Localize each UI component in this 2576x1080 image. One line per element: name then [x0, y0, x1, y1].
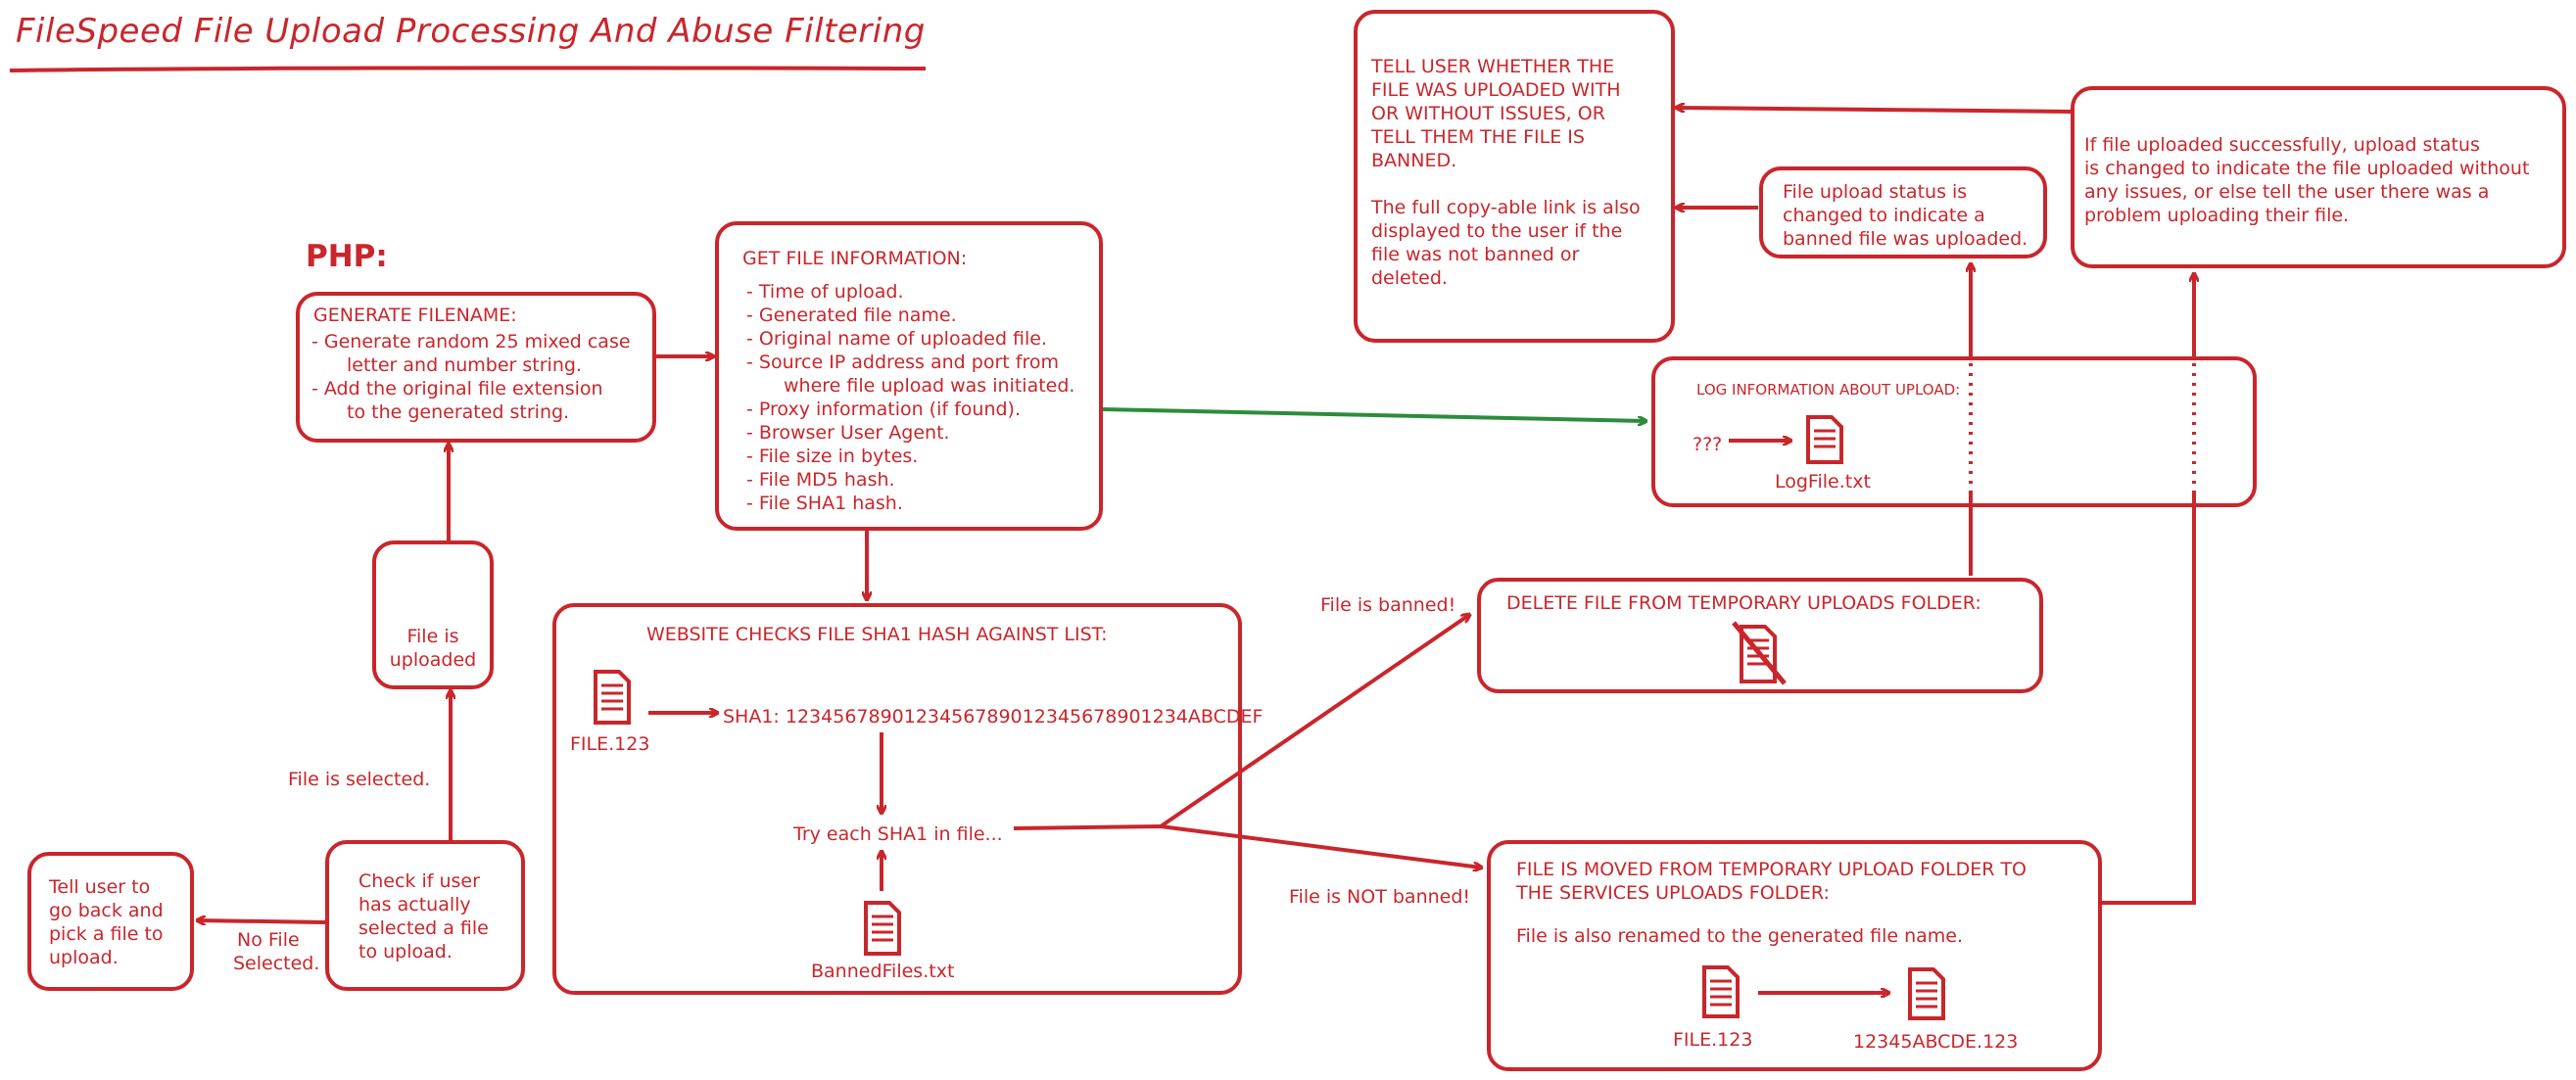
- log-info-box: LOG INFORMATION ABOUT UPLOAD: ??? LogFil…: [1651, 356, 2257, 507]
- check-user-line: to upload.: [358, 941, 453, 963]
- get-file-info-heading: GET FILE INFORMATION:: [742, 248, 968, 269]
- result-line: displayed to the user if the: [1371, 220, 1623, 242]
- status-success-line: is changed to indicate the file uploaded…: [2084, 158, 2530, 179]
- file-icon-bannedfiles: [864, 901, 901, 956]
- check-user-line: has actually: [358, 894, 471, 916]
- file-uploaded-label: File is: [406, 626, 459, 647]
- website-checks-sha1: SHA1: 1234567890123456789012345678901234…: [723, 706, 1264, 728]
- result-line: OR WITHOUT ISSUES, OR: [1371, 103, 1605, 124]
- status-banned-line: banned file was uploaded.: [1783, 228, 2028, 250]
- file-moved-from-label: FILE.123: [1673, 1029, 1753, 1051]
- result-line: TELL USER WHETHER THE: [1371, 56, 1615, 77]
- status-success-line: If file uploaded successfully, upload st…: [2084, 134, 2480, 156]
- check-user-line: Check if user: [358, 870, 480, 892]
- result-line: FILE WAS UPLOADED WITH: [1371, 79, 1621, 101]
- file-moved-to-label: 12345ABCDE.123: [1853, 1031, 2019, 1053]
- tell-user-back-line: go back and: [49, 900, 164, 921]
- connector-try-out: [1013, 824, 1162, 830]
- file-moved-heading: THE SERVICES UPLOADS FOLDER:: [1516, 882, 1830, 904]
- get-file-info-line: - Original name of uploaded file.: [746, 328, 1048, 350]
- php-label: PHP:: [306, 239, 388, 274]
- connector-moved-right: [2102, 493, 2196, 905]
- generate-filename-box: GENERATE FILENAME: - Generate random 25 …: [296, 292, 656, 443]
- get-file-info-line: where file upload was initiated.: [784, 375, 1075, 397]
- tell-user-back-line: Tell user to: [49, 876, 151, 898]
- tell-user-result-box: TELL USER WHETHER THE FILE WAS UPLOADED …: [1354, 10, 1675, 343]
- result-line: TELL THEM THE FILE IS: [1371, 126, 1585, 148]
- file-uploaded-label: uploaded: [389, 649, 477, 671]
- check-user-box: Check if user has actually selected a fi…: [325, 840, 525, 991]
- generate-filename-line: - Generate random 25 mixed case: [311, 331, 631, 352]
- tell-user-back-line: pick a file to: [49, 923, 164, 945]
- status-banned-box: File upload status is changed to indicat…: [1759, 166, 2047, 258]
- status-banned-line: File upload status is: [1783, 181, 1968, 203]
- tell-user-back-box: Tell user to go back and pick a file to …: [27, 852, 194, 991]
- edge-label-not-banned: File is NOT banned!: [1289, 886, 1471, 908]
- delete-file-heading: DELETE FILE FROM TEMPORARY UPLOADS FOLDE…: [1506, 592, 1981, 614]
- get-file-info-box: GET FILE INFORMATION: - Time of upload. …: [715, 221, 1103, 531]
- get-file-info-line: - Proxy information (if found).: [746, 399, 1022, 420]
- file-icon-file123-check: [594, 670, 631, 725]
- log-info-heading: LOG INFORMATION ABOUT UPLOAD:: [1696, 381, 1961, 399]
- file-moved-note: File is also renamed to the generated fi…: [1516, 925, 1964, 947]
- status-success-line: problem uploading their file.: [2084, 205, 2350, 226]
- result-line: file was not banned or: [1371, 244, 1580, 265]
- get-file-info-line: - Generated file name.: [746, 305, 957, 326]
- website-checks-heading: WEBSITE CHECKS FILE SHA1 HASH AGAINST LI…: [646, 624, 1108, 645]
- generate-filename-line: - Add the original file extension: [311, 378, 603, 399]
- result-line: The full copy-able link is also: [1371, 197, 1641, 218]
- file-icon-renamed: [1908, 967, 1945, 1020]
- result-line: deleted.: [1371, 267, 1448, 289]
- generate-filename-heading: GENERATE FILENAME:: [313, 305, 517, 326]
- check-user-line: selected a file: [358, 917, 489, 939]
- status-success-line: any issues, or else tell the user there …: [2084, 181, 2490, 203]
- edge-label-no-file: No File: [237, 929, 300, 951]
- file-moved-heading: FILE IS MOVED FROM TEMPORARY UPLOAD FOLD…: [1516, 859, 2027, 880]
- edge-label-no-file: Selected.: [233, 953, 320, 974]
- status-banned-line: changed to indicate a: [1783, 205, 1985, 226]
- website-checks-banned-list-label: BannedFiles.txt: [811, 961, 955, 982]
- get-file-info-line: - File size in bytes.: [746, 446, 919, 467]
- edge-label-file-selected: File is selected.: [288, 769, 431, 790]
- log-info-source: ???: [1693, 434, 1723, 455]
- get-file-info-line: - File MD5 hash.: [746, 469, 895, 491]
- generate-filename-line: letter and number string.: [347, 354, 582, 376]
- file-moved-box: FILE IS MOVED FROM TEMPORARY UPLOAD FOLD…: [1487, 840, 2102, 1071]
- edge-label-banned: File is banned!: [1320, 594, 1456, 616]
- generate-filename-line: to the generated string.: [347, 401, 570, 423]
- get-file-info-line: - Browser User Agent.: [746, 422, 950, 444]
- deleted-file-icon: [1732, 621, 1787, 685]
- arrow-info-to-log: [1102, 407, 1646, 421]
- diagram-title: FileSpeed File Upload Processing And Abu…: [16, 12, 926, 51]
- title-underline: [9, 66, 927, 72]
- file-uploaded-box: File is uploaded: [372, 540, 494, 689]
- website-checks-try: Try each SHA1 in file...: [793, 823, 1003, 845]
- file-icon-file123-moved: [1702, 965, 1740, 1018]
- website-checks-box: WEBSITE CHECKS FILE SHA1 HASH AGAINST LI…: [552, 603, 1263, 995]
- arrow-status-success-to-result: [1677, 108, 2073, 114]
- file-icon-logfile: [1806, 415, 1843, 464]
- arrow-to-moved: [1160, 824, 1481, 868]
- tell-user-back-line: upload.: [49, 947, 119, 968]
- website-checks-file-label: FILE.123: [570, 733, 650, 755]
- get-file-info-line: - Source IP address and port from: [746, 352, 1059, 373]
- get-file-info-line: - Time of upload.: [746, 281, 904, 303]
- arrow-check-to-tell-back: [198, 920, 326, 922]
- status-success-box: If file uploaded successfully, upload st…: [2071, 86, 2566, 268]
- log-info-file-label: LogFile.txt: [1775, 471, 1871, 493]
- delete-file-box: DELETE FILE FROM TEMPORARY UPLOADS FOLDE…: [1477, 578, 2043, 693]
- result-line: BANNED.: [1371, 150, 1457, 171]
- arrow-to-delete: [1159, 615, 1469, 828]
- get-file-info-line: - File SHA1 hash.: [746, 493, 903, 514]
